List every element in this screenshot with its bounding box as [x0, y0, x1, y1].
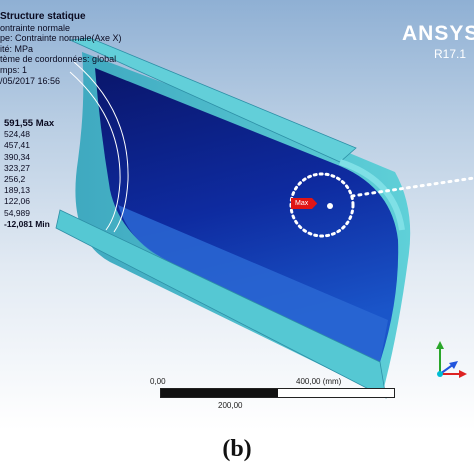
- ansys-logo: ANSYS: [402, 22, 474, 45]
- result-type: pe: Contrainte normale(Axe X): [0, 33, 122, 44]
- viewport[interactable]: Structure statique ontrainte normale pe:…: [0, 0, 474, 430]
- shell-top-flange: [68, 37, 357, 163]
- coordinate-system: tème de coordonnées: global: [0, 54, 117, 65]
- max-probe-icon: [327, 203, 333, 209]
- legend-value: 54,989: [4, 207, 30, 218]
- legend-value: 323,27: [4, 162, 30, 173]
- shell-top-edge: [339, 159, 405, 231]
- shell-inner-surface: [95, 68, 399, 362]
- half-cylinder-model[interactable]: [0, 0, 474, 430]
- inner-lower-band: [118, 205, 388, 362]
- color-legend[interactable]: 591,55 Max 524,48 457,41 390,34 323,27 2…: [4, 118, 54, 230]
- probe-leader-line: [350, 176, 474, 198]
- wireframe-left-edge-2: [69, 71, 121, 231]
- analysis-title: Structure statique: [0, 11, 86, 22]
- legend-value: 524,48: [4, 129, 30, 140]
- result-time: mps: 1: [0, 64, 28, 75]
- scale-start-label: 0,00: [150, 377, 166, 386]
- legend-min: -12,081 Min: [4, 218, 50, 229]
- ansys-version: R17.1: [434, 47, 467, 61]
- triad-axes-icon[interactable]: [430, 338, 470, 386]
- wireframe-left-edge: [73, 61, 129, 233]
- max-probe-label[interactable]: Max: [291, 198, 318, 209]
- legend-max: 591,55 Max: [4, 118, 55, 129]
- legend-value: 256,2: [4, 174, 26, 185]
- legend-value: 189,13: [4, 185, 30, 196]
- scale-end-label: 400,00 (mm): [296, 377, 342, 386]
- scale-bar: [160, 388, 395, 398]
- shell-bottom-lip: [55, 209, 387, 399]
- result-info-panel: Structure statique ontrainte normale pe:…: [0, 11, 122, 86]
- scale-mid-label: 200,00: [218, 401, 243, 410]
- result-date: /05/2017 16:56: [0, 75, 61, 86]
- scale-bar-fill: [161, 389, 278, 397]
- legend-value: 390,34: [4, 151, 30, 162]
- figure-caption: (b): [222, 436, 252, 462]
- result-unit: ité: MPa: [0, 43, 34, 54]
- legend-value: 122,06: [4, 196, 30, 207]
- result-name: ontrainte normale: [0, 22, 71, 33]
- legend-value: 457,41: [4, 140, 30, 151]
